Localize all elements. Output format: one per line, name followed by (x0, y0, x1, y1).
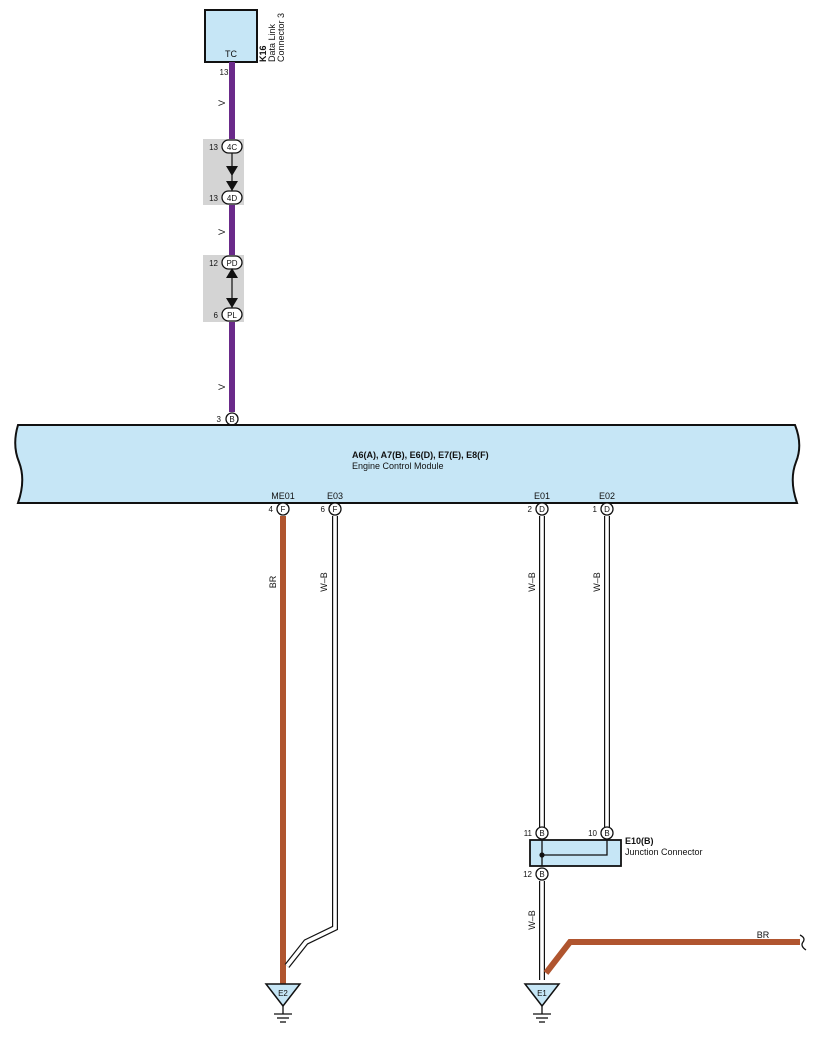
connector-pin: 13 (209, 143, 218, 152)
wire-color-code: BR (757, 930, 770, 940)
connector-label: PD (226, 259, 237, 268)
ecm-terminal-name: ME01 (271, 491, 295, 501)
pin-number: 6 (321, 505, 326, 514)
engine-control-module: A6(A), A7(B), E6(D), E7(E), E8(F) Engine… (14, 424, 801, 504)
pin-connector-letter: B (539, 870, 544, 879)
wire-color-code: W–B (319, 572, 329, 592)
connector-label: 4D (227, 194, 237, 203)
connector-4c-4d: 4C 13 4D 13 (203, 139, 244, 205)
pin-number: 11 (524, 829, 533, 838)
connector-pin: 13 (209, 194, 218, 203)
wire-color-code: W–B (527, 910, 537, 930)
ground-label: E1 (537, 989, 547, 998)
ecm-connectors: A6(A), A7(B), E6(D), E7(E), E8(F) (352, 450, 489, 460)
data-link-connector: TC 13 K16 Data Link Connector 3 (204, 9, 286, 77)
wire-color-code: W–B (527, 572, 537, 592)
pin-connector-letter: F (333, 505, 338, 514)
wire-color-code: V (217, 229, 227, 235)
pin-connector-letter: B (604, 829, 609, 838)
pin-connector-letter: B (229, 415, 234, 424)
e01-wire: W–B (527, 516, 545, 827)
wire-color-code: V (217, 384, 227, 390)
pin-number: 2 (528, 505, 533, 514)
wire-color-code: V (217, 100, 227, 106)
pin-connector-letter: D (604, 505, 610, 514)
dlc-pin-number: 13 (220, 68, 229, 77)
junction-name: Junction Connector (625, 847, 703, 857)
ecm-terminal-name: E01 (534, 491, 550, 501)
ecm-output-pins: F 4 F 6 D 2 D 1 (269, 502, 614, 516)
ground-e1: E1 (523, 983, 561, 1023)
junction-code: E10(B) (625, 836, 654, 846)
pin-number: 1 (593, 505, 598, 514)
connector-pin: 12 (209, 259, 218, 268)
pin-number: 10 (588, 829, 597, 838)
ground-e2: E2 (264, 983, 302, 1023)
pin-connector-letter: B (539, 829, 544, 838)
ground-label: E2 (278, 989, 288, 998)
me01-wire: BR (268, 516, 286, 985)
e03-wire: W–B (284, 516, 338, 968)
dlc-name-line2: Connector 3 (276, 13, 286, 62)
pin-number: 4 (269, 505, 274, 514)
tc-wire: V V V (217, 62, 235, 412)
e02-wire: W–B (592, 516, 610, 827)
ecm-terminal-name: E02 (599, 491, 615, 501)
dlc-code: K16 (258, 45, 268, 62)
connector-pin: 6 (214, 311, 219, 320)
wire-color-code: W–B (592, 572, 602, 592)
junction-connector: B 11 B 10 B 12 E10(B) Junction Connector (523, 826, 703, 881)
dlc-terminal-label: TC (225, 49, 237, 59)
e1-wire: W–B (527, 881, 545, 980)
pin-connector-letter: D (539, 505, 545, 514)
pin-connector-letter: F (281, 505, 286, 514)
pin-number: 12 (523, 870, 532, 879)
pin-number: 3 (217, 415, 222, 424)
dlc-name-line1: Data Link (267, 23, 277, 62)
connector-label: 4C (227, 143, 237, 152)
ecm-name: Engine Control Module (352, 461, 444, 471)
connector-pd-pl: PD 12 PL 6 (203, 255, 244, 322)
ecm-terminal-name: E03 (327, 491, 343, 501)
wire-color-code: BR (268, 575, 278, 588)
right-br-wire: BR (543, 930, 807, 975)
connector-label: PL (227, 311, 237, 320)
